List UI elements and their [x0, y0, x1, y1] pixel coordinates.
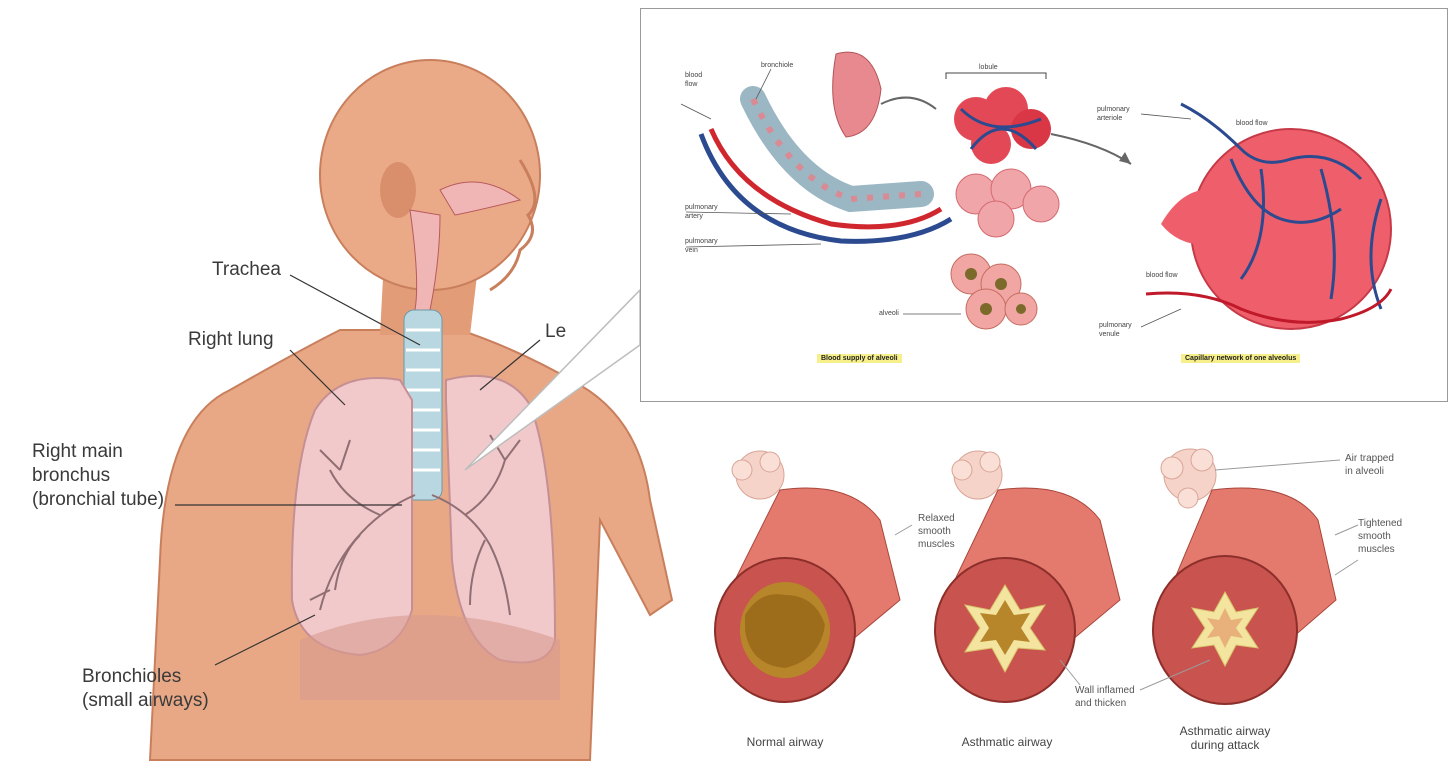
label-relaxed-muscles: Relaxed smooth muscles [918, 512, 955, 551]
caption-asthmatic-airway: Asthmatic airway [942, 735, 1072, 749]
normal-airway [715, 451, 900, 702]
caption-attack-airway: Asthmatic airway during attack [1155, 724, 1295, 752]
attack-airway [1153, 449, 1336, 704]
label-air-trapped: Air trapped in alveoli [1345, 452, 1394, 478]
asthmatic-airway [935, 451, 1120, 702]
label-wall-inflamed: Wall inflamed and thicken [1075, 684, 1135, 710]
caption-normal-airway: Normal airway [725, 735, 845, 749]
label-tightened-muscles: Tightened smooth muscles [1358, 517, 1402, 556]
